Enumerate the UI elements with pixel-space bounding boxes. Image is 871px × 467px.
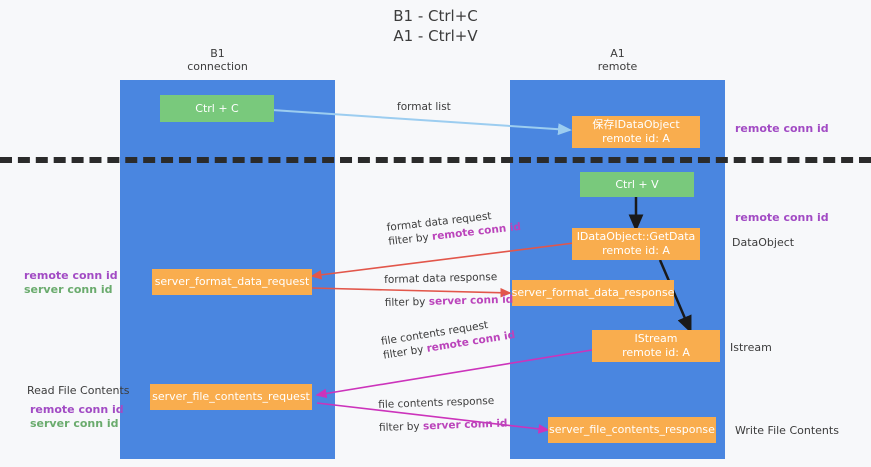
column-header-b1: B1 connection <box>187 47 248 73</box>
annotation-left-server-conn-id-2: server conn id <box>30 417 119 430</box>
node-server-format-data-response[interactable]: server_format_data_response <box>512 280 674 306</box>
edge-label-format-data-response: format data response <box>384 271 498 286</box>
node-server-format-data-request[interactable]: server_format_data_request <box>152 269 312 295</box>
annotation-istream: Istream <box>730 341 772 354</box>
annotation-left-server-conn-id: server conn id <box>24 283 113 296</box>
node-ctrl-v[interactable]: Ctrl + V <box>580 172 694 197</box>
node-save-idataobject[interactable]: 保存IDataObject remote id: A <box>572 116 700 148</box>
edge-label-format-list: format list <box>397 101 451 113</box>
annotation-left-remote-conn-id-2: remote conn id <box>30 403 124 416</box>
filter-prefix: filter by <box>378 420 424 434</box>
filter-key-server-conn-id: server conn id <box>428 293 514 308</box>
edge-label-group-format-data-response: format data response filter by server co… <box>384 270 513 310</box>
node-ctrl-c[interactable]: Ctrl + C <box>160 95 274 122</box>
annotation-read-file-contents: Read File Contents <box>27 384 130 397</box>
edge-label-file-contents-response: file contents response <box>378 394 495 411</box>
edge-label-group-file-contents-response: file contents response filter by server … <box>378 394 508 435</box>
annotation-dataobject: DataObject <box>732 236 795 249</box>
filter-prefix: filter by <box>384 295 429 309</box>
edge-label-group-format-data-request: format data request filter by remote con… <box>386 206 522 249</box>
annotation-remote-conn-id-mid: remote conn id <box>735 211 829 224</box>
column-header-a1: A1 remote <box>597 47 638 73</box>
annotation-left-remote-conn-id: remote conn id <box>24 269 118 282</box>
filter-key-server-conn-id: server conn id <box>422 417 508 433</box>
section-divider <box>0 157 871 163</box>
node-server-file-contents-request[interactable]: server_file_contents_request <box>150 384 312 410</box>
filter-prefix: filter by <box>387 230 433 248</box>
node-idataobject-getdata[interactable]: IDataObject::GetData remote id: A <box>572 228 700 260</box>
node-istream[interactable]: IStream remote id: A <box>592 330 720 362</box>
edge-label-group-file-contents-request: file contents request filter by remote c… <box>380 314 516 363</box>
node-server-file-contents-response[interactable]: server_file_contents_response <box>548 417 716 443</box>
annotation-remote-conn-id-top: remote conn id <box>735 122 829 135</box>
annotation-write-file-contents: Write File Contents <box>735 424 839 437</box>
edge-label-format-data-response-filter: filter by server conn id <box>385 293 514 310</box>
edge-label-file-contents-response-filter: filter by server conn id <box>379 417 508 435</box>
page-title: B1 - Ctrl+C A1 - Ctrl+V <box>393 7 478 45</box>
